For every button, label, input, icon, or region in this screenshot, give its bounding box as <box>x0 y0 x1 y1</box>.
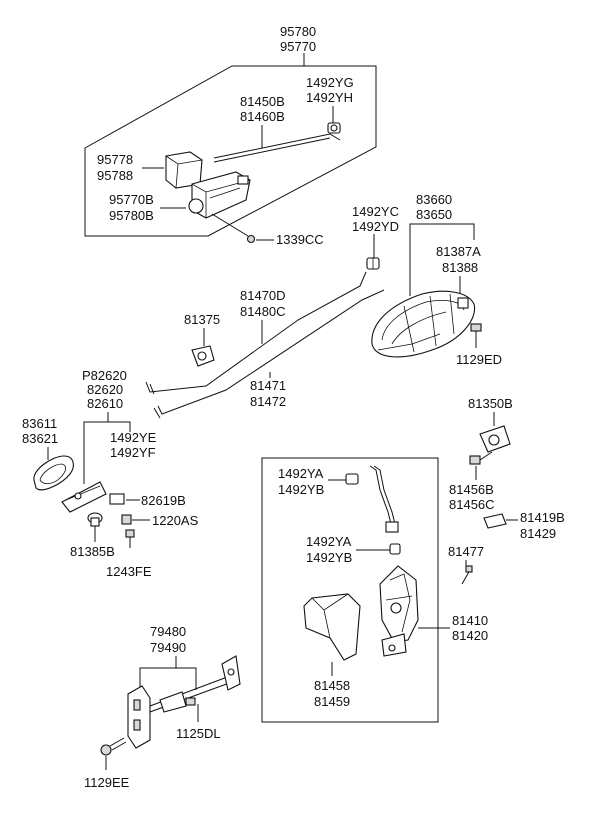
clip-1492YC <box>366 257 380 270</box>
label-79480: 79480 <box>150 624 186 639</box>
label-83650: 83650 <box>416 207 452 222</box>
screw-81477 <box>461 565 473 585</box>
label-1492YE: 1492YE <box>110 430 157 445</box>
label-81429: 81429 <box>520 526 556 541</box>
actuator-95770B <box>188 171 251 219</box>
label-1339CC: 1339CC <box>276 232 324 247</box>
clip-1492YA-b <box>389 543 401 555</box>
label-1492YA-a: 1492YA <box>278 466 324 481</box>
grommet-81385B <box>87 512 103 527</box>
label-81385B: 81385B <box>70 544 115 559</box>
rod-81471 <box>153 289 385 419</box>
label-1492YC: 1492YC <box>352 204 399 219</box>
label-81472: 81472 <box>250 394 286 409</box>
label-P82620: P82620 <box>82 368 127 383</box>
checker-79480 <box>127 655 241 749</box>
label-81470D: 81470D <box>240 288 286 303</box>
bracket-82620 <box>83 421 131 484</box>
label-1492YG: 1492YG <box>306 75 354 90</box>
label-81459: 81459 <box>314 694 350 709</box>
label-82619B: 82619B <box>141 493 186 508</box>
label-1125DL: 1125DL <box>176 726 221 741</box>
label-81456C: 81456C <box>449 497 495 512</box>
label-81388: 81388 <box>442 260 478 275</box>
label-1492YB-b: 1492YB <box>306 550 352 565</box>
latch-81410 <box>379 565 419 657</box>
clip-1492YG <box>327 122 341 134</box>
pad-81419B <box>483 513 507 529</box>
inside-handle-82620 <box>61 481 107 513</box>
label-83611: 83611 <box>22 416 57 431</box>
outside-handle-83660 <box>371 290 476 358</box>
label-1129EE: 1129EE <box>84 775 130 790</box>
label-81419B: 81419B <box>520 510 565 525</box>
label-95770: 95770 <box>280 39 316 54</box>
rod-81470D <box>145 271 367 395</box>
bezel-83611 <box>33 455 74 491</box>
label-1243FE: 1243FE <box>106 564 152 579</box>
label-81410: 81410 <box>452 613 488 628</box>
label-81350B: 81350B <box>468 396 513 411</box>
label-95778: 95778 <box>97 152 133 167</box>
label-95780: 95780 <box>280 24 316 39</box>
label-82610: 82610 <box>87 396 123 411</box>
screw-1339CC <box>246 234 256 244</box>
label-81456B: 81456B <box>449 482 494 497</box>
label-81375: 81375 <box>184 312 220 327</box>
label-82620: 82620 <box>87 382 123 397</box>
screw-1220AS <box>121 514 132 525</box>
screw-1129ED <box>470 323 482 338</box>
label-81450B: 81450B <box>240 94 285 109</box>
label-81458: 81458 <box>314 678 350 693</box>
label-1492YF: 1492YF <box>110 445 156 460</box>
label-81477: 81477 <box>448 544 484 559</box>
bracket-83660 <box>409 223 475 296</box>
label-1492YB-a: 1492YB <box>278 482 324 497</box>
label-1492YA-b: 1492YA <box>306 534 352 549</box>
rod-81450B <box>213 133 341 163</box>
bolt-1129EE <box>100 737 127 756</box>
bracket-79480 <box>139 667 197 702</box>
bolt-81456B <box>469 451 493 465</box>
rod-latch <box>369 465 399 533</box>
leader-1339CC-a <box>211 213 249 237</box>
label-1492YH: 1492YH <box>306 90 353 105</box>
label-81387A: 81387A <box>436 244 481 259</box>
clip-1492YA-a <box>345 473 359 485</box>
label-81471: 81471 <box>250 378 286 393</box>
label-95788: 95788 <box>97 168 133 183</box>
label-81460B: 81460B <box>240 109 285 124</box>
pad-82619B <box>109 493 125 505</box>
label-83660: 83660 <box>416 192 452 207</box>
assembly-outline-95780 <box>84 65 377 237</box>
clip-81375 <box>191 345 215 367</box>
label-81420: 81420 <box>452 628 488 643</box>
label-95780B: 95780B <box>109 208 154 223</box>
label-1492YD: 1492YD <box>352 219 399 234</box>
label-1220AS: 1220AS <box>152 513 199 528</box>
label-79490: 79490 <box>150 640 186 655</box>
label-1129ED: 1129ED <box>456 352 502 367</box>
screw-1243FE <box>125 529 135 548</box>
bolt-1125DL <box>185 697 196 706</box>
striker-81350B <box>479 425 511 453</box>
label-95770B: 95770B <box>109 192 154 207</box>
assembly-outline-81410 <box>261 457 439 723</box>
cover-81458 <box>303 593 361 661</box>
label-83621: 83621 <box>22 431 58 446</box>
label-81480C: 81480C <box>240 304 286 319</box>
